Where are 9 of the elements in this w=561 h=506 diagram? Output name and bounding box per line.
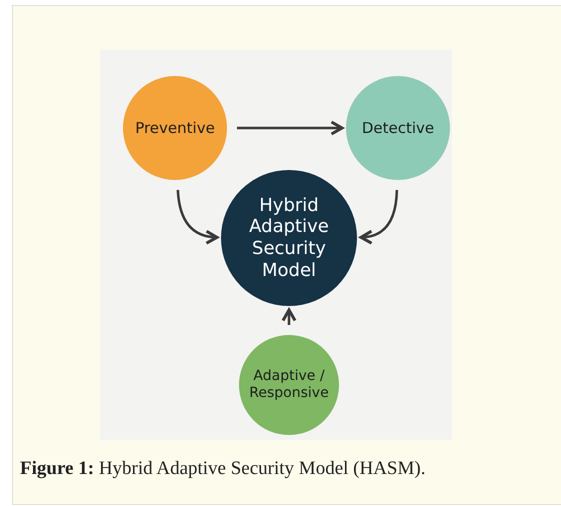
arrow bbox=[176, 190, 218, 244]
figure-caption: Figure 1: Hybrid Adaptive Security Model (HASM). bbox=[20, 458, 426, 480]
arrow bbox=[360, 190, 398, 244]
node-label: Hybrid Adaptive Security Model bbox=[248, 194, 330, 282]
arrow bbox=[282, 308, 296, 325]
node-label: Preventive bbox=[135, 119, 215, 137]
node-label: Detective bbox=[362, 119, 434, 137]
arrow bbox=[237, 120, 344, 136]
node-label: Adaptive / Responsive bbox=[248, 368, 330, 402]
